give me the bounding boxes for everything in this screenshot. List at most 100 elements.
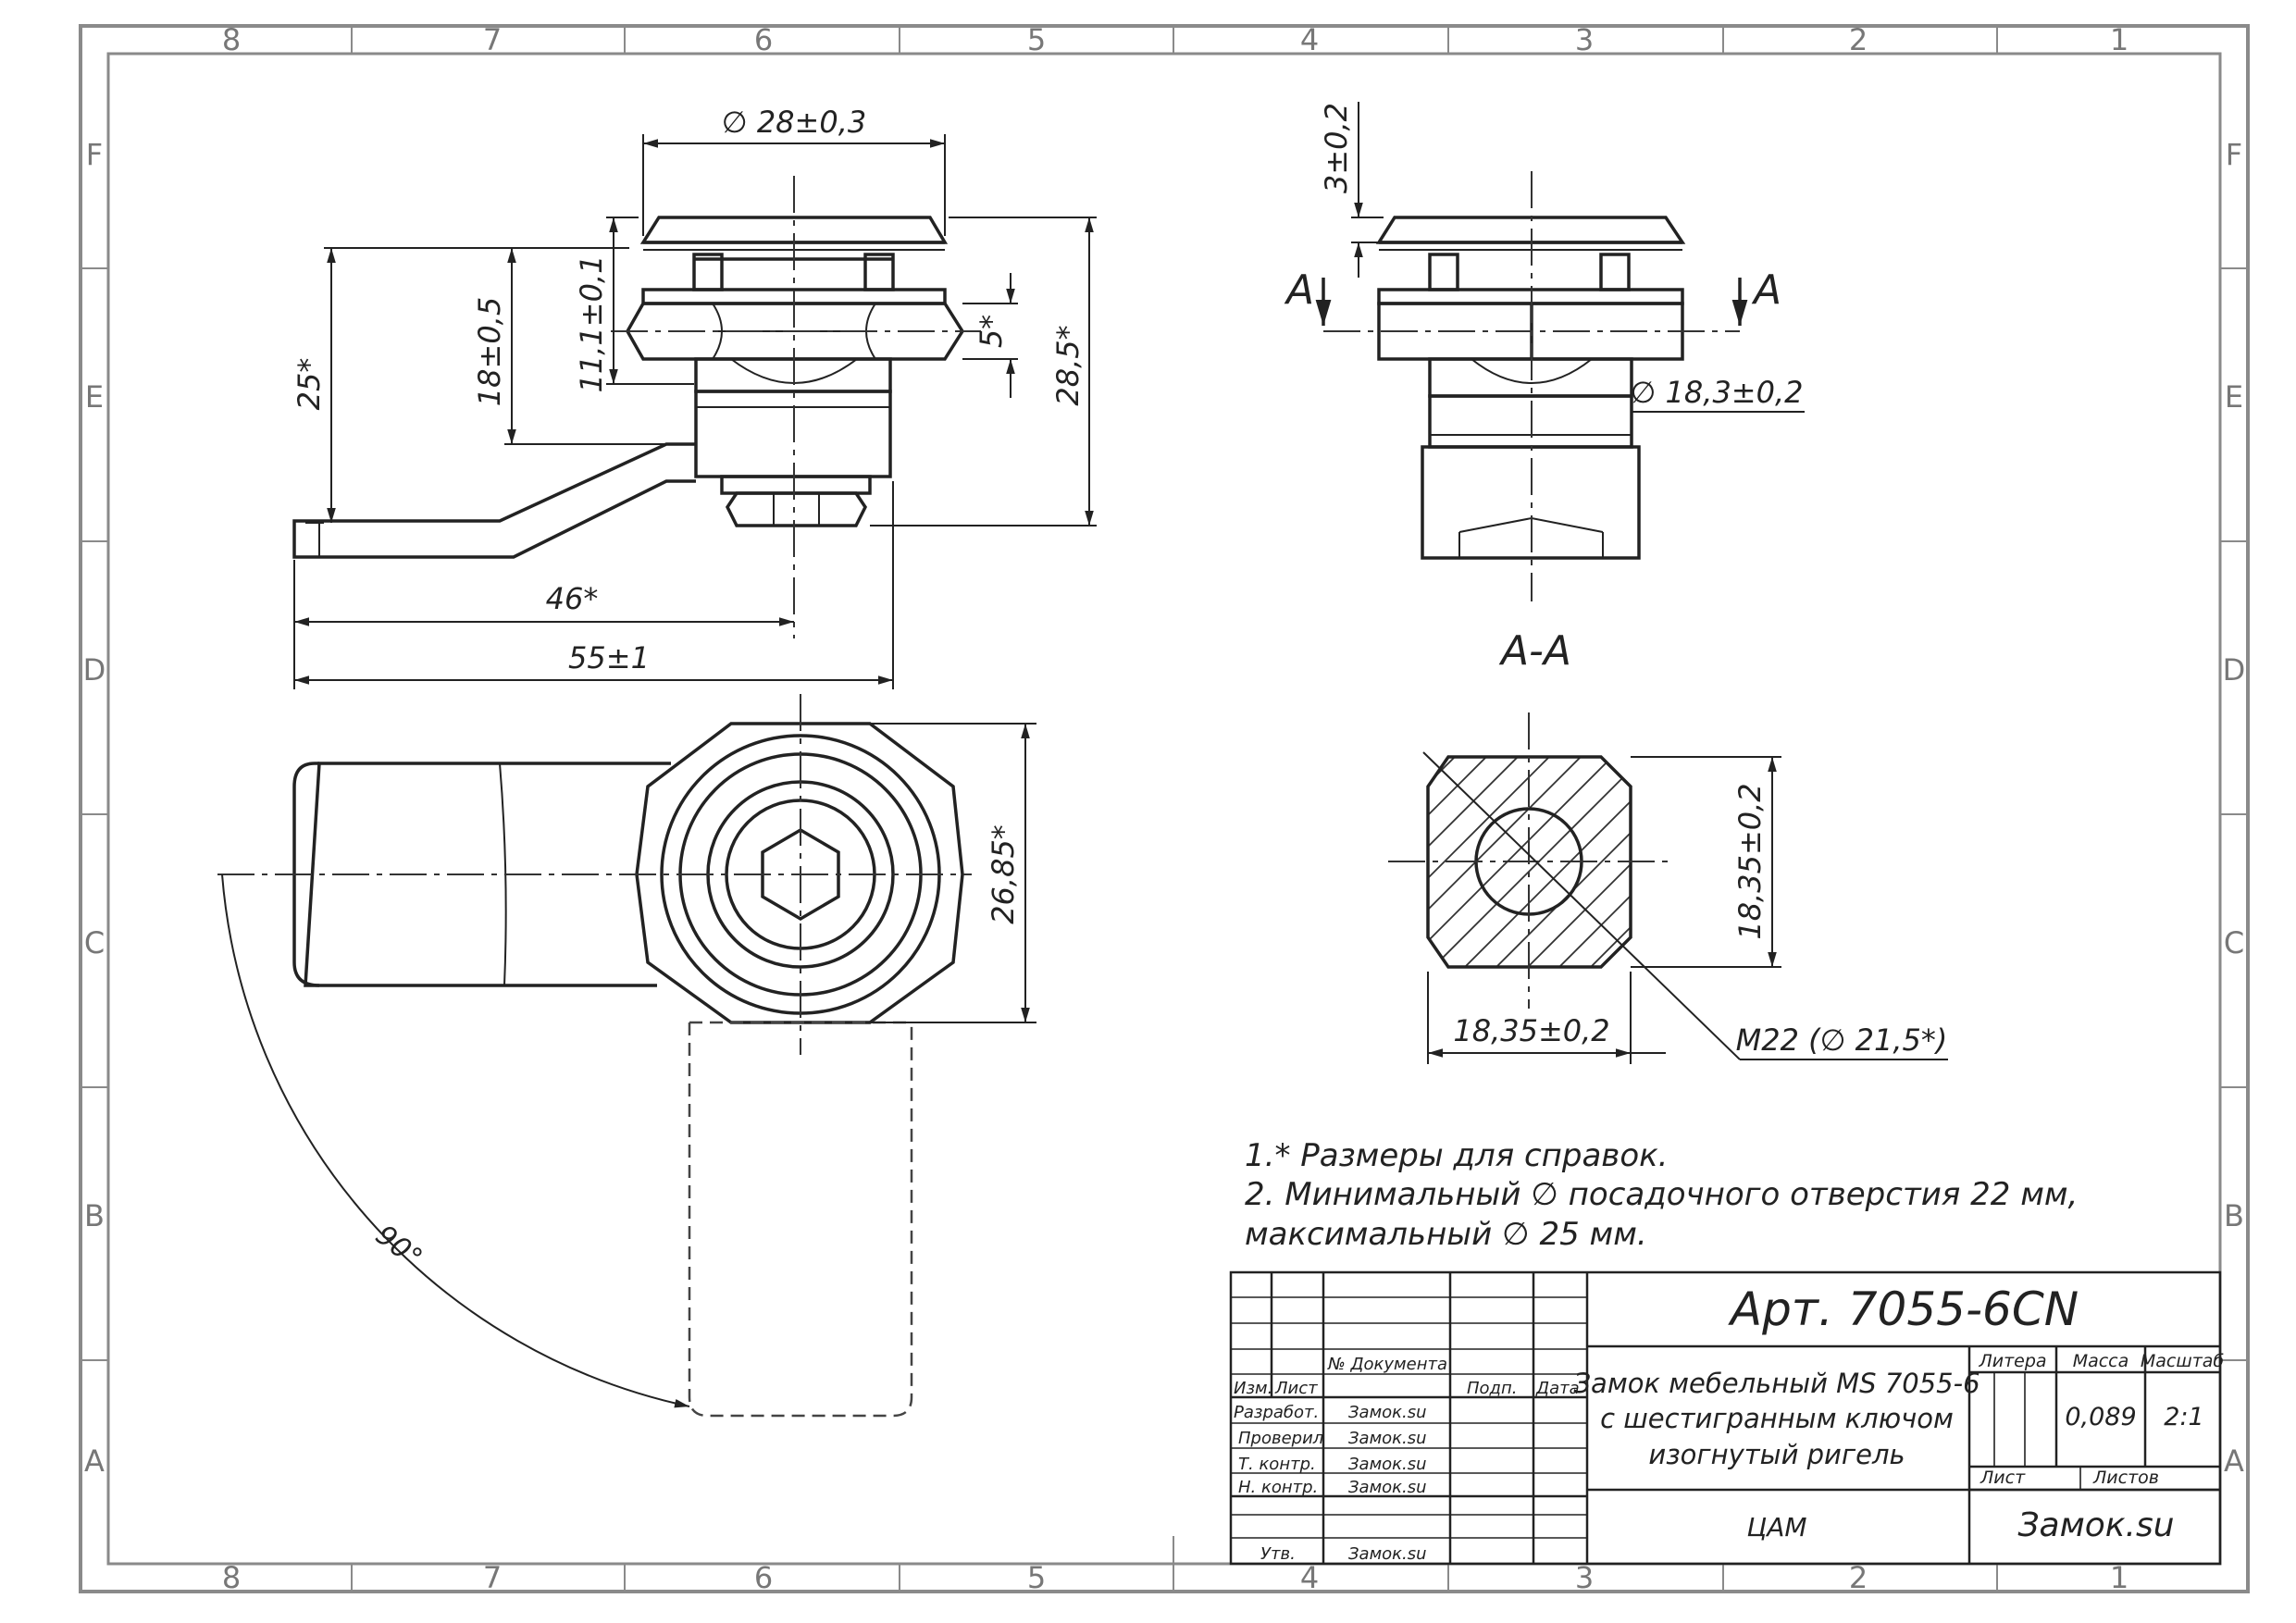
top-diameter-label: ∅ 28±0,3 — [722, 105, 866, 140]
hatch-line — [1428, 757, 1458, 967]
role-1-name: Замок.su — [1348, 1403, 1427, 1422]
zone-row-right-B: B — [2224, 1198, 2244, 1233]
hatch-line — [1150, 754, 1363, 967]
zone-col-top-1: 1 — [2110, 22, 2128, 57]
hatch-line — [1843, 754, 2055, 967]
list-header: Лист — [1274, 1379, 1318, 1398]
front-dimensions: ∅ 28±0,3 25* 18±0,5 11,1±0,1 5* 28,5* 46… — [292, 105, 1097, 689]
zone-col-top-6: 6 — [754, 22, 773, 57]
note-3: максимальный ∅ 25 мм. — [1245, 1216, 1647, 1253]
zone-col-bottom-3: 3 — [1575, 1560, 1594, 1595]
zone-col-bottom-7: 7 — [483, 1560, 502, 1595]
zone-col-bottom-5: 5 — [1027, 1560, 1046, 1595]
role-5-name: Замок.su — [1348, 1544, 1427, 1564]
description-line-1: Замок мебельный MS 7055-6 — [1573, 1368, 1980, 1399]
note-1: 1.* Размеры для справок. — [1245, 1137, 1669, 1174]
note-2: 2. Минимальный ∅ посадочного отверстия 2… — [1245, 1176, 2078, 1213]
role-4-name: Замок.su — [1348, 1478, 1427, 1497]
zone-row-left-B: B — [84, 1198, 105, 1233]
sheets-header: Листов — [2092, 1468, 2159, 1488]
article-number: Арт. 7055-6CN — [1728, 1282, 2079, 1336]
zone-col-top-5: 5 — [1027, 22, 1046, 57]
section-mark-left: А — [1284, 266, 1314, 314]
section-mark-right: А — [1751, 266, 1781, 314]
hex-width-label: 26,85* — [986, 824, 1021, 924]
massa-header: Масса — [2073, 1351, 2129, 1371]
angle-label: 90° — [369, 1219, 428, 1274]
hatch-line — [1428, 757, 1521, 967]
hatch-line — [1780, 754, 1992, 967]
zone-col-top-4: 4 — [1300, 22, 1319, 57]
hatch-line — [1182, 754, 1395, 967]
zone-row-right-E: E — [2225, 379, 2243, 415]
zone-col-bottom-8: 8 — [222, 1560, 241, 1595]
hatch-line — [1811, 754, 2024, 967]
hatch-line — [1590, 757, 1631, 967]
body-diameter-label: ∅ 18,3±0,2 — [1631, 375, 1804, 410]
scale-value: 2:1 — [2164, 1403, 2203, 1431]
description-line-2: с шестигранным ключом — [1600, 1403, 1954, 1434]
hatch-line — [1685, 754, 1898, 967]
description-line-3: изогнутый ригель — [1648, 1439, 1905, 1470]
zone-row-left-C: C — [84, 925, 105, 960]
litera-header: Литера — [1978, 1351, 2046, 1371]
zone-row-right-F: F — [2226, 137, 2242, 172]
side-view: А А — [1284, 171, 1781, 601]
lever-drop-label: 25* — [292, 358, 327, 411]
zone-col-top-2: 2 — [1849, 22, 1868, 57]
zone-col-top-8: 8 — [222, 22, 241, 57]
hatch-line — [1527, 757, 1631, 967]
height-18-label: 18±0,5 — [472, 297, 507, 406]
hatch-line — [1428, 757, 1490, 967]
zone-row-right-C: C — [2224, 925, 2244, 960]
material-label: ЦАМ — [1746, 1512, 1806, 1542]
section-width-label: 18,35±0,2 — [1453, 1013, 1609, 1048]
zone-row-left-D: D — [83, 652, 106, 688]
hatch-line — [1874, 754, 2087, 967]
role-5: Утв. — [1260, 1544, 1296, 1564]
sheet-header: Лист — [1980, 1468, 2026, 1488]
podp-header: Подп. — [1467, 1379, 1517, 1398]
role-3: Т. контр. — [1238, 1455, 1316, 1474]
zone-col-bottom-4: 4 — [1300, 1560, 1319, 1595]
side-dimensions: 3±0,2 ∅ 18,3±0,2 — [1319, 102, 1805, 413]
izm-header: Изм. — [1234, 1379, 1272, 1398]
thread-label: M22 (∅ 21,5*) — [1736, 1022, 1948, 1058]
nut-5-label: 5* — [974, 315, 1009, 348]
zone-row-left-A: A — [84, 1443, 105, 1479]
zone-col-bottom-2: 2 — [1849, 1560, 1868, 1595]
top-view: 90° 26,85* — [217, 694, 1036, 1418]
lever-55-label: 55±1 — [568, 640, 650, 675]
zone-col-bottom-6: 6 — [754, 1560, 773, 1595]
zone-row-left-E: E — [85, 379, 104, 415]
role-2: Проверил — [1238, 1429, 1323, 1448]
role-2-name: Замок.su — [1348, 1429, 1427, 1448]
drawing-frame: 8 7 6 5 4 3 2 1 8 7 6 5 4 3 2 1 F E D C B A F E D C B A — [79, 22, 2250, 1595]
zone-col-top-7: 7 — [483, 22, 502, 57]
title-block: Арт. 7055-6CN № Документа Изм. Лист Подп… — [1229, 1270, 2225, 1566]
zone-row-left-F: F — [86, 137, 103, 172]
role-4: Н. контр. — [1238, 1478, 1318, 1497]
lever-46-label: 46* — [546, 581, 599, 616]
height-11-label: 11,1±0,1 — [574, 255, 609, 393]
doc-number-header: № Документа — [1327, 1355, 1447, 1374]
zone-row-right-D: D — [2223, 652, 2246, 688]
hatch-line — [1558, 757, 1631, 967]
section-height-label: 18,35±0,2 — [1732, 783, 1768, 939]
notes: 1.* Размеры для справок. 2. Минимальный … — [1245, 1137, 2078, 1253]
role-3-name: Замок.su — [1348, 1455, 1427, 1474]
front-view — [292, 176, 981, 638]
zone-col-bottom-1: 1 — [2110, 1560, 2128, 1595]
section-view: А-А M22 (∅ 21,5*) 18,35±0,2 18,35±0,2 — [1150, 627, 2087, 1064]
zone-row-right-A: A — [2224, 1443, 2244, 1479]
role-1: Разработ. — [1234, 1403, 1319, 1422]
masshtab-header: Масштаб — [2141, 1351, 2225, 1371]
company-label: Замок.su — [2017, 1506, 2174, 1544]
mass-value: 0,089 — [2065, 1403, 2136, 1431]
flange-label: 3±0,2 — [1319, 103, 1354, 193]
hatch-line — [1748, 754, 1961, 967]
zone-col-top-3: 3 — [1575, 22, 1594, 57]
total-height-label: 28,5* — [1050, 325, 1086, 405]
data-header: Дата — [1535, 1379, 1580, 1398]
